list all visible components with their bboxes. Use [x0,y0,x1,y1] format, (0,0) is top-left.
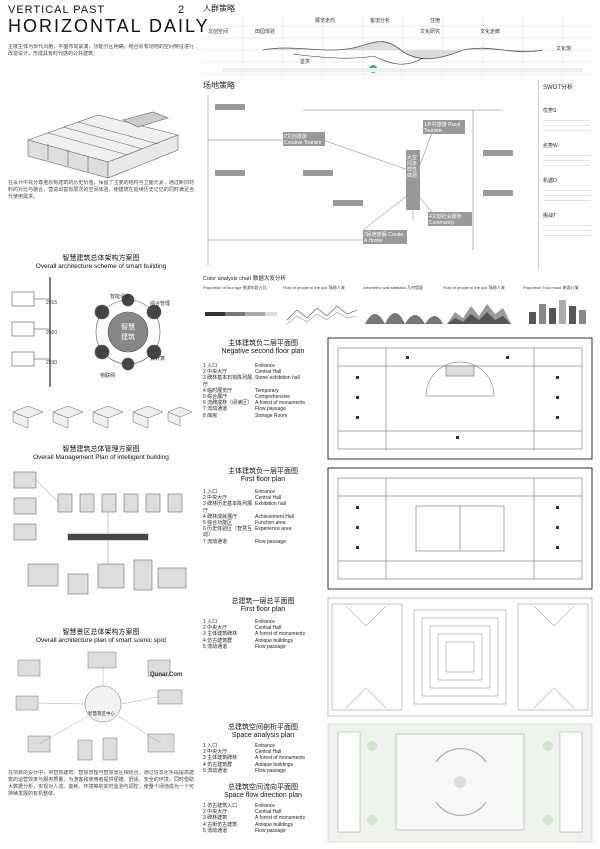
footer-text: 在项目的设计中，将智慧建筑、智慧管理与智慧景区相结合，通过信息化手段提高建筑的运… [8,770,194,797]
plan-1-en: Negative second floor plan [221,348,305,355]
swot-panel: SWOT分析 优势S 劣势W 机遇O 挑战T [538,80,595,270]
year-2015: 2015 [46,300,58,306]
intro-text: 主楼主体为现代风格，平面布局紧凑，功能分区明确，结合原有场地的空间特征进行改造设… [8,44,194,57]
site-diagram [207,95,513,265]
management-diagram [13,471,187,595]
cc-caption-3: Geometric wall statistics 几何墙面 [363,285,424,290]
management-title: 智慧建筑总体管理方案图 Overall Management Plan of i… [8,444,194,461]
site-node-2: 1乡村旅游 Rural Tourism [424,122,461,134]
swot-w: 劣势W [543,143,558,149]
sb-label-3: 云计算 [150,356,166,362]
plan-2-cn: 主体建筑负一层平面图 [228,468,298,475]
crowd-tag-8: 鉴赏 [300,59,311,65]
smart-building-center: 智慧建筑 [121,324,135,341]
crowd-tag-3: 展览走向 [315,18,336,24]
smart-building-en: Overall architecture scheme of smart bui… [35,263,167,270]
year-2020: 2020 [46,330,58,336]
swot-s: 优势S [543,108,557,114]
plan-5-en: Space flow direction plan [224,792,302,799]
smart-building-cn: 智慧建筑总体架构方案图 [62,255,140,262]
plan-2-en: First floor plan [240,476,286,483]
management-en: Overall Management Plan of intelligent b… [33,454,169,461]
swot-title: SWOT分析 [543,85,573,91]
crowd-tag-6: 文化走廊 [480,29,501,35]
scenic-cn: 智慧景区总体架构方案图 [62,629,140,636]
crowd-tag-2: 文化馆 [556,46,572,52]
crowd-chart [203,14,593,78]
plan-5: 总建筑空间流向平面图 Space flow direction plan 1 仿… [203,782,323,834]
crowd-title: 人群策略 [203,4,235,13]
sb-label-1: 智能设备 [110,294,131,300]
scenic-en: Overall architecture plan of smart sceni… [35,637,167,644]
scenic-center: 智慧景区中心 [88,711,115,716]
qunar-logo: Qunar.Com [150,672,183,678]
floor-plan-neg2 [327,337,593,460]
swot-t: 挑战T [543,213,557,219]
title-main: HORIZONTAL DAILY [8,16,210,36]
plan-5-cn: 总建筑空间流向平面图 [228,784,298,791]
plan-4-en: Space analysis plan [231,732,295,739]
scenic-diagram [15,651,183,761]
crowd-tag-9: 田园体验 [255,29,276,35]
building-perspective [27,111,179,179]
crowd-tag-7: 文化研究 [420,29,441,35]
sb-label-4: 物联网 [100,373,116,379]
cc-caption-4: Flow of people in the plot 场地人流 [443,285,505,290]
smart-building-title: 智慧建筑总体架构方案图 Overall architecture scheme … [8,253,194,270]
site-plan [327,597,593,717]
cc-caption-5: Proportion Tour mood 旅游心情 [523,285,579,290]
crowd-tag-1: 文创空间 [208,29,229,35]
plan-3-cn: 总建筑一层总平面图 [231,598,295,605]
cc-caption-2: Flow of people in the plot 场地人流 [283,285,345,290]
site-title: 场地策略 [203,81,235,90]
floor-plan-neg1 [327,467,593,590]
smart-building-diagram [11,277,162,387]
swot-o: 机遇O [543,178,557,184]
sb-label-2: 综合管理 [150,301,171,307]
color-chart-title: Color analysis chart 数据大发分析 [203,276,286,282]
plan-1: 主体建筑负二层平面图 Negative second floor plan 1 … [203,338,323,419]
site-center: 大空间多样性体验 [407,155,418,179]
title-top: VERTICAL PAST [8,4,106,16]
isometric-modules [12,405,193,429]
cc-caption-1: Proportion of tour age 旅游年龄占比 [203,285,267,290]
site-node-3: 4文創社会服务 Community sharing [429,214,462,232]
plan-4-cn: 总建筑空间剖析平面图 [228,724,298,731]
plan-3-en: First floor plan [240,606,286,613]
color-charts [205,300,586,325]
page-number: 2 [178,4,186,16]
site-node-1: 2文创旅游 Creative Tourism [284,134,322,146]
intro-text-2: 在设计中充分尊重原有建筑的历史价值，保留了主要的结构与立面元素，通过新旧材料的对… [8,180,194,200]
plan-1-cn: 主体建筑负二层平面图 [228,340,298,347]
space-analysis-plan [327,723,593,843]
scenic-title: 智慧景区总体架构方案图 Overall architecture plan of… [8,627,194,644]
crowd-tag-5: 住宿 [430,18,441,24]
year-2030: 2030 [46,360,58,366]
management-cn: 智慧建筑总体管理方案图 [62,446,140,453]
site-node-4: 3民宿度假 Create A Hostel [364,232,404,244]
crowd-tag-4: 客流分析 [370,18,391,24]
